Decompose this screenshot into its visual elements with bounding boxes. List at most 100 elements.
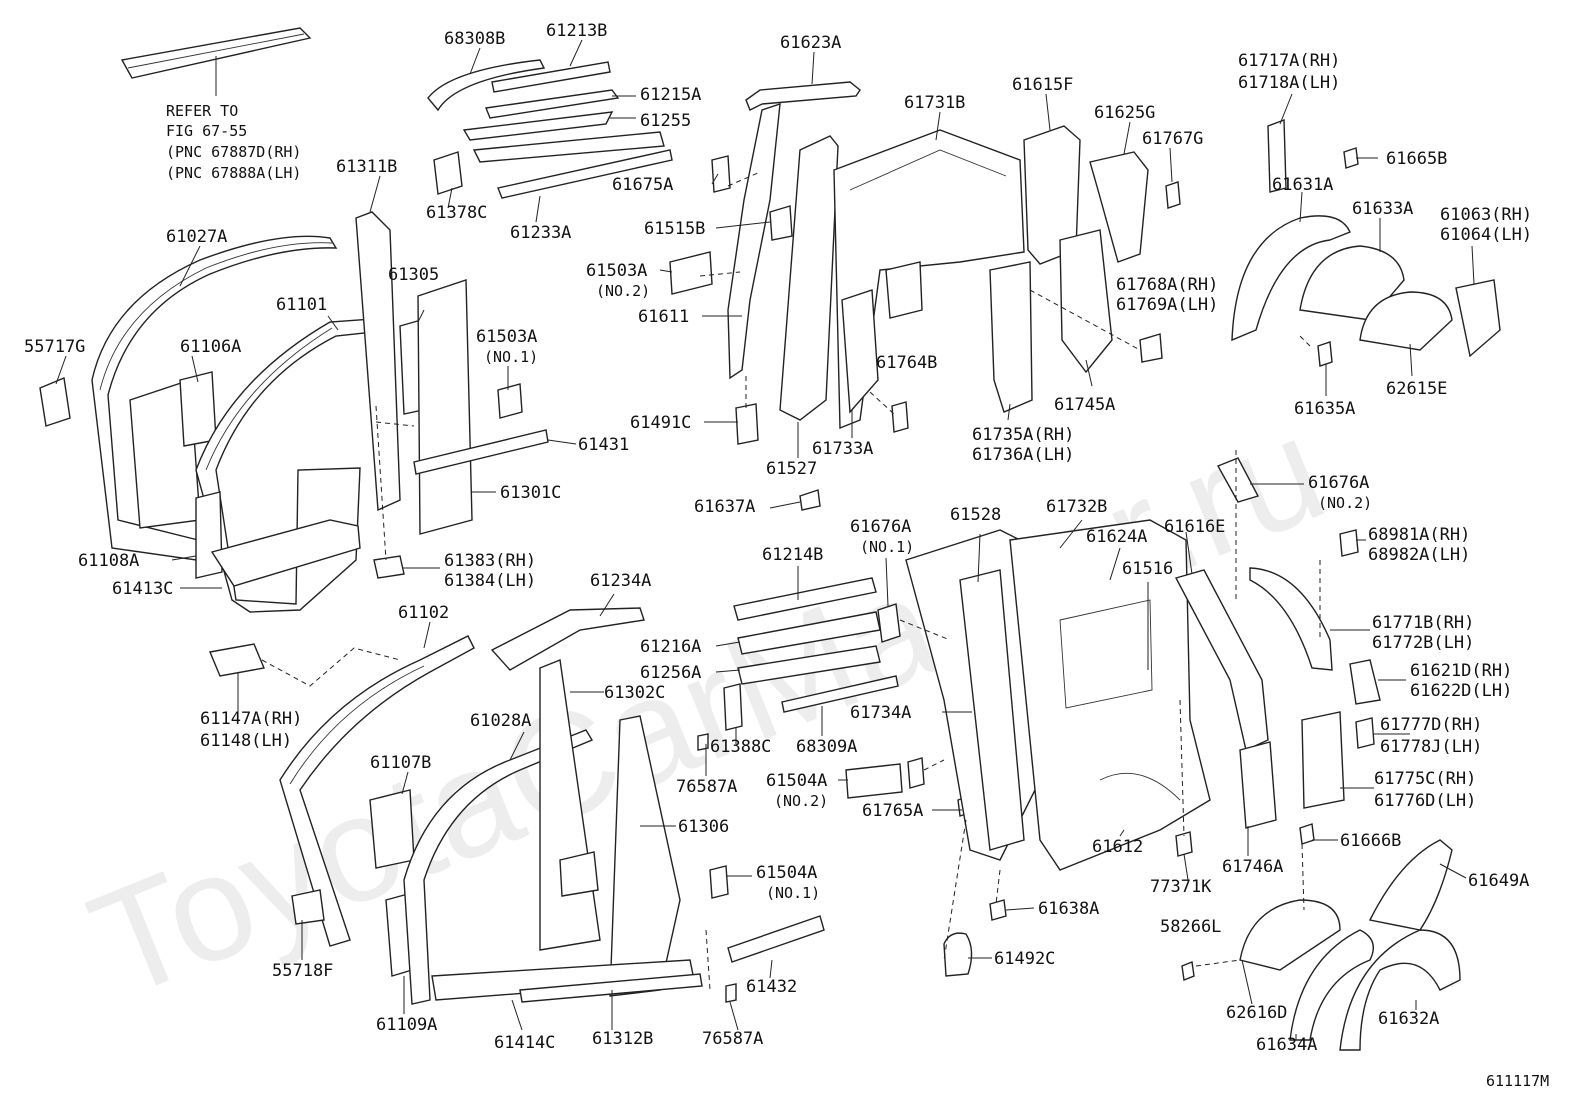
label-61631A[interactable]: 61631A (1272, 175, 1333, 195)
label-61305[interactable]: 61305 (388, 265, 439, 285)
label-61665B[interactable]: 61665B (1386, 149, 1447, 169)
label-61491C[interactable]: 61491C (630, 413, 691, 433)
label-61302C[interactable]: 61302C (604, 683, 665, 703)
label-61775C[interactable]: 61775C(RH) (1374, 769, 1476, 789)
label-61414C[interactable]: 61414C (494, 1033, 555, 1053)
label-61676A-no2-sub: (NO.2) (1318, 494, 1372, 512)
label-61378C[interactable]: 61378C (426, 203, 487, 223)
label-61492C[interactable]: 61492C (994, 949, 1055, 969)
label-61107B[interactable]: 61107B (370, 753, 431, 773)
label-61649A[interactable]: 61649A (1468, 871, 1529, 891)
label-61746A[interactable]: 61746A (1222, 857, 1283, 877)
label-61306[interactable]: 61306 (678, 817, 729, 837)
label-61384[interactable]: 61384(LH) (444, 571, 536, 591)
label-61063[interactable]: 61063(RH) (1440, 205, 1532, 225)
label-77371K[interactable]: 77371K (1150, 877, 1212, 897)
label-61611[interactable]: 61611 (638, 307, 689, 327)
label-61431[interactable]: 61431 (578, 435, 629, 455)
label-61718A[interactable]: 61718A(LH) (1238, 73, 1340, 93)
label-61635A[interactable]: 61635A (1294, 399, 1355, 419)
label-61503A-no1[interactable]: 61503A (476, 327, 537, 347)
label-61503A-no2[interactable]: 61503A (586, 261, 647, 281)
label-61676A-no2[interactable]: 61676A (1308, 473, 1369, 493)
label-61745A[interactable]: 61745A (1054, 395, 1115, 415)
label-61102[interactable]: 61102 (398, 603, 449, 623)
label-61028A[interactable]: 61028A (470, 711, 531, 731)
label-61216A[interactable]: 61216A (640, 637, 701, 657)
label-61504A-no2[interactable]: 61504A (766, 771, 827, 791)
label-61388C[interactable]: 61388C (710, 737, 771, 757)
label-76587A-upper[interactable]: 76587A (676, 777, 737, 797)
label-61616E[interactable]: 61616E (1164, 517, 1225, 537)
label-61676A-no1[interactable]: 61676A (850, 517, 911, 537)
label-61621D[interactable]: 61621D(RH) (1410, 661, 1512, 681)
label-61256A[interactable]: 61256A (640, 663, 701, 683)
label-62615E[interactable]: 62615E (1386, 379, 1447, 399)
label-61215A[interactable]: 61215A (640, 85, 701, 105)
label-61615F[interactable]: 61615F (1012, 75, 1073, 95)
label-61108A[interactable]: 61108A (78, 551, 139, 571)
label-61778J[interactable]: 61778J(LH) (1380, 737, 1482, 757)
label-68308B[interactable]: 68308B (444, 29, 505, 49)
label-61771B[interactable]: 61771B(RH) (1372, 613, 1474, 633)
label-61383[interactable]: 61383(RH) (444, 551, 536, 571)
label-61622D[interactable]: 61622D(LH) (1410, 681, 1512, 701)
label-61234A[interactable]: 61234A (590, 571, 651, 591)
label-61516[interactable]: 61516 (1122, 559, 1173, 579)
label-68309A[interactable]: 68309A (796, 737, 857, 757)
label-61528[interactable]: 61528 (950, 505, 1001, 525)
label-61312B[interactable]: 61312B (592, 1029, 653, 1049)
label-61301C[interactable]: 61301C (500, 483, 561, 503)
label-76587A-lower[interactable]: 76587A (702, 1029, 763, 1049)
label-61633A[interactable]: 61633A (1352, 199, 1413, 219)
label-68982A[interactable]: 68982A(LH) (1368, 545, 1470, 565)
label-61772B[interactable]: 61772B(LH) (1372, 633, 1474, 653)
label-61765A[interactable]: 61765A (862, 801, 923, 821)
label-61255[interactable]: 61255 (640, 111, 691, 131)
label-61731B[interactable]: 61731B (904, 93, 965, 113)
label-61776D[interactable]: 61776D(LH) (1374, 791, 1476, 811)
label-61213B[interactable]: 61213B (546, 21, 607, 41)
label-61106A[interactable]: 61106A (180, 337, 241, 357)
label-61148[interactable]: 61148(LH) (200, 731, 292, 751)
label-61735A[interactable]: 61735A(RH) (972, 425, 1074, 445)
label-61612[interactable]: 61612 (1092, 837, 1143, 857)
label-61777D[interactable]: 61777D(RH) (1380, 715, 1482, 735)
label-61064[interactable]: 61064(LH) (1440, 225, 1532, 245)
label-61736A[interactable]: 61736A(LH) (972, 445, 1074, 465)
label-61666B[interactable]: 61666B (1340, 831, 1401, 851)
label-58266L[interactable]: 58266L (1160, 917, 1221, 937)
label-61632A[interactable]: 61632A (1378, 1009, 1439, 1029)
label-61504A-no1[interactable]: 61504A (756, 863, 817, 883)
label-55717G[interactable]: 55717G (24, 337, 85, 357)
label-61637A[interactable]: 61637A (694, 497, 755, 517)
label-61732B[interactable]: 61732B (1046, 497, 1107, 517)
label-61767G[interactable]: 61767G (1142, 129, 1203, 149)
label-61734A[interactable]: 61734A (850, 703, 911, 723)
label-55718F[interactable]: 55718F (272, 961, 333, 981)
label-61624A[interactable]: 61624A (1086, 527, 1147, 547)
label-61623A[interactable]: 61623A (780, 33, 841, 53)
label-61768A[interactable]: 61768A(RH) (1116, 275, 1218, 295)
label-61769A[interactable]: 61769A(LH) (1116, 295, 1218, 315)
label-61515B[interactable]: 61515B (644, 219, 705, 239)
label-61101[interactable]: 61101 (276, 295, 327, 315)
label-61311B[interactable]: 61311B (336, 157, 397, 177)
label-61625G[interactable]: 61625G (1094, 103, 1155, 123)
label-61675A[interactable]: 61675A (612, 175, 673, 195)
label-62616D[interactable]: 62616D (1226, 1003, 1287, 1023)
label-61733A[interactable]: 61733A (812, 439, 873, 459)
label-61717A[interactable]: 61717A(RH) (1238, 51, 1340, 71)
label-61109A[interactable]: 61109A (376, 1015, 437, 1035)
label-61638A[interactable]: 61638A (1038, 899, 1099, 919)
label-68981A[interactable]: 68981A(RH) (1368, 525, 1470, 545)
label-61027A[interactable]: 61027A (166, 227, 227, 247)
label-61432[interactable]: 61432 (746, 977, 797, 997)
label-61527[interactable]: 61527 (766, 459, 817, 479)
label-61413C[interactable]: 61413C (112, 579, 173, 599)
label-61233A[interactable]: 61233A (510, 223, 571, 243)
label-61634A[interactable]: 61634A (1256, 1035, 1317, 1055)
label-61147A[interactable]: 61147A(RH) (200, 709, 302, 729)
label-61764B[interactable]: 61764B (876, 353, 937, 373)
label-61214B[interactable]: 61214B (762, 545, 823, 565)
